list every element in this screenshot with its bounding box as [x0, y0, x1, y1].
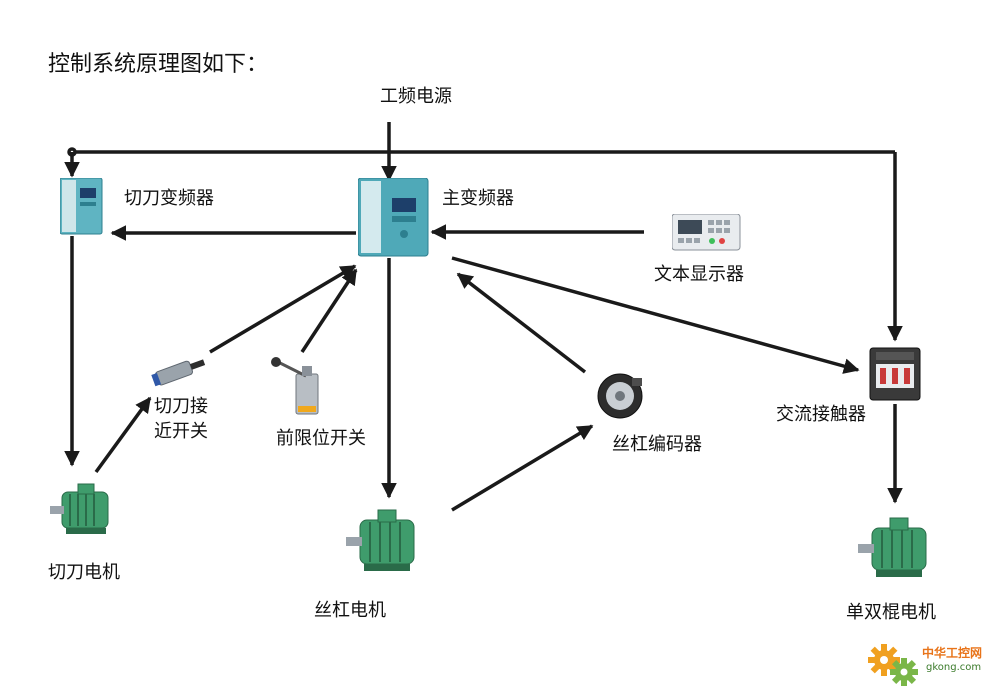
- gear-logo-icon: [868, 644, 918, 686]
- limit-switch-icon: [271, 357, 319, 415]
- limit-to-main-line: [300, 268, 358, 353]
- watermark-url: gkong.com: [926, 662, 982, 673]
- contactor-icon: [869, 347, 921, 401]
- main-to-contactor-line: [451, 256, 860, 374]
- cutter-prox-label-2: 近开关: [154, 421, 208, 442]
- contactor-label: 交流接触器: [776, 404, 866, 425]
- text-display-label: 文本显示器: [654, 264, 744, 285]
- cutter-motor-to-prox-line: [94, 396, 152, 474]
- screw-motor-label: 丝杠电机: [314, 600, 386, 621]
- watermark: 中华工控网 gkong.com: [866, 638, 996, 692]
- roller-motor-label: 单双棍电机: [846, 602, 936, 623]
- power-label: 工频电源: [380, 86, 452, 107]
- roller-motor-icon: [858, 517, 927, 577]
- page-title: 控制系统原理图如下：: [48, 52, 269, 77]
- screw-encoder-label: 丝杠编码器: [612, 434, 702, 455]
- main-inverter-icon: [358, 178, 429, 257]
- watermark-name: 中华工控网: [922, 646, 983, 660]
- prox-to-main-line: [209, 264, 357, 354]
- text-display-icon: [672, 214, 741, 251]
- front-limit-label: 前限位开关: [276, 428, 366, 449]
- cutter-motor-label: 切刀电机: [48, 562, 120, 583]
- screw-motor-icon: [346, 509, 415, 571]
- proximity-switch-icon: [151, 359, 206, 387]
- encoder-icon: [597, 373, 643, 419]
- cutter-inverter-icon: [60, 178, 103, 235]
- cutter-motor-icon: [50, 483, 109, 534]
- cutter-inverter-label: 切刀变频器: [124, 188, 214, 209]
- main-inverter-label: 主变频器: [442, 188, 514, 209]
- encoder-to-main-line: [456, 272, 587, 374]
- screw-motor-to-encoder-line: [451, 424, 594, 512]
- cutter-prox-label-1: 切刀接: [154, 396, 208, 417]
